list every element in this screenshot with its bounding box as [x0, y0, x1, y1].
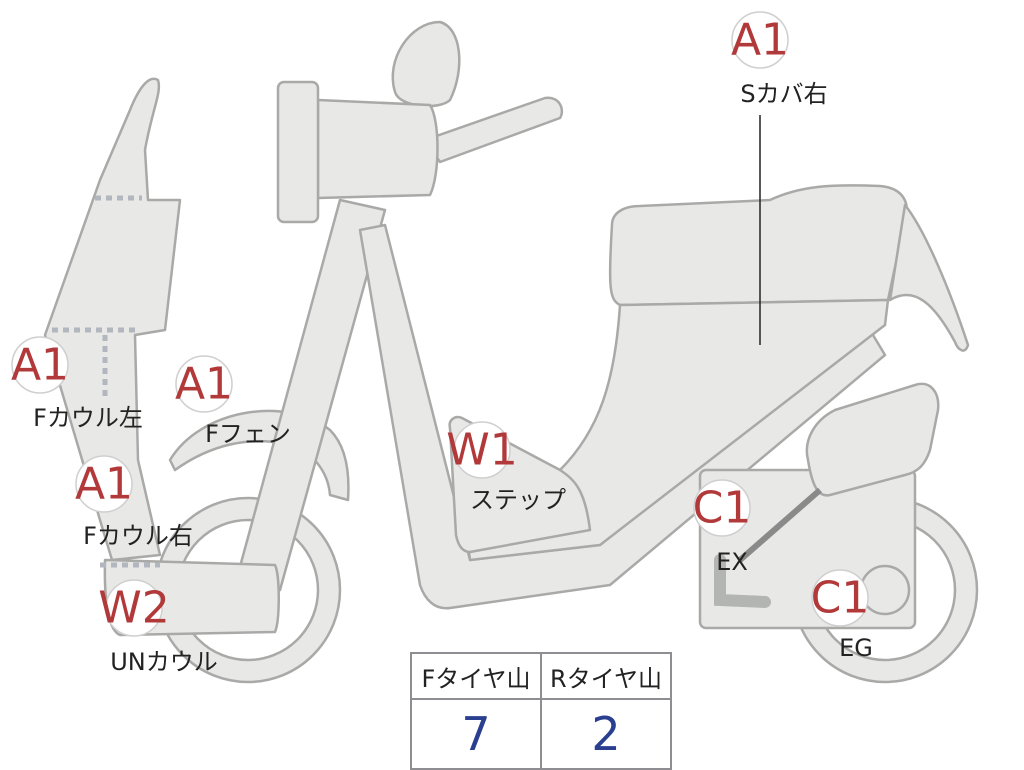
tire-tread-table: Fタイヤ山 Rタイヤ山 7 2	[410, 652, 672, 770]
rear-shock	[805, 382, 940, 497]
badge-code: W2	[98, 583, 170, 634]
rear-tire-value: 2	[540, 698, 672, 770]
exhaust-link	[738, 487, 822, 563]
badge-s-cover-right: A1 Sカバ右	[731, 11, 828, 108]
badge-code: A1	[11, 340, 69, 391]
cowl-dotted-lines	[52, 195, 160, 568]
badge-engine: C1 EG	[811, 569, 873, 662]
badge-label: EG	[839, 634, 873, 662]
badge-un-cowl: W2 UNカウル	[98, 579, 218, 676]
badge-code: A1	[175, 359, 233, 410]
badge-f-cowl-right: A1 Fカウル右	[75, 455, 193, 550]
badge-code: C1	[693, 483, 752, 534]
badge-step: W1 ステップ	[446, 421, 566, 514]
tread-value-row: 7 2	[410, 698, 672, 770]
badge-label: Fフェン	[205, 420, 291, 448]
front-cowl	[43, 77, 182, 562]
tread-header-row: Fタイヤ山 Rタイヤ山	[410, 652, 672, 700]
badge-code: W1	[446, 425, 518, 476]
windshield	[391, 20, 461, 108]
badge-label: Sカバ右	[740, 80, 827, 108]
badge-label: EX	[716, 548, 748, 576]
badge-exhaust: C1 EX	[693, 479, 752, 576]
headlight	[276, 80, 439, 224]
front-tire-value: 7	[410, 698, 542, 770]
badge-code: A1	[731, 15, 789, 66]
badge-label: Fカウル右	[83, 522, 193, 550]
badge-label: ステップ	[470, 486, 566, 514]
badge-code: C1	[811, 573, 870, 624]
rear-tire-header: Rタイヤ山	[540, 652, 672, 700]
badge-f-fender: A1 Fフェン	[175, 355, 291, 448]
badge-label: Fカウル左	[33, 404, 143, 432]
badge-code: A1	[75, 459, 133, 510]
badge-f-cowl-left: A1 Fカウル左	[11, 336, 143, 432]
front-fork	[233, 198, 387, 592]
exhaust-pipe	[714, 554, 771, 608]
handlebar	[423, 96, 564, 164]
front-tire-header: Fタイヤ山	[410, 652, 542, 700]
badge-label: UNカウル	[110, 648, 218, 676]
